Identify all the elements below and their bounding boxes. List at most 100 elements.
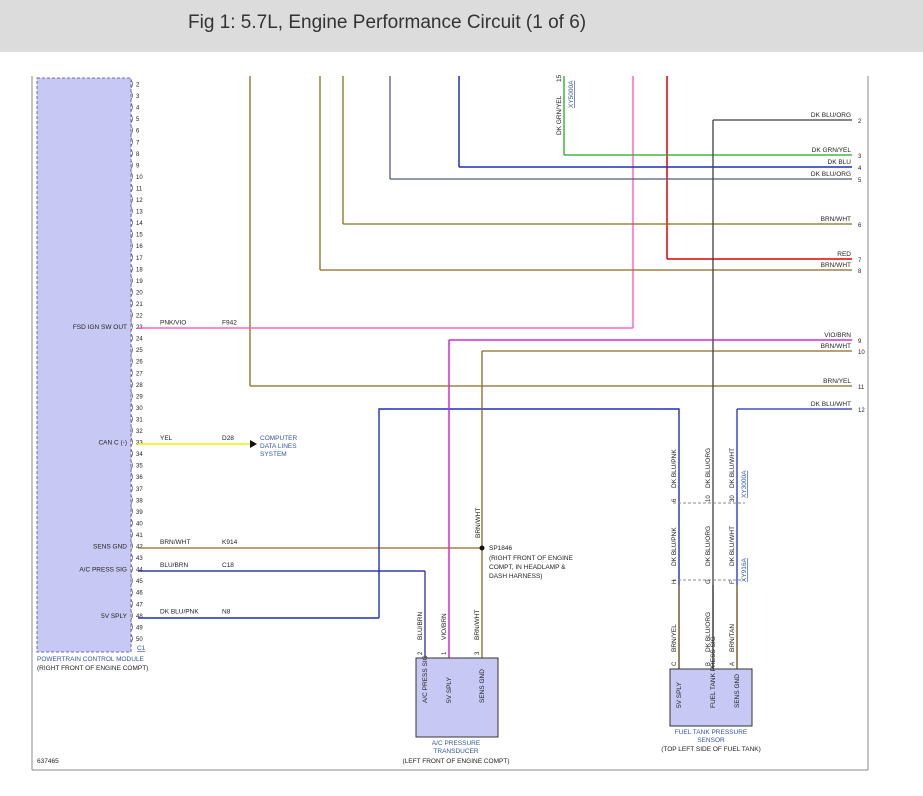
pcm-pin-number: 13 (136, 210, 143, 216)
fuel-mid-color: DK BLU/WHT (729, 526, 736, 566)
pcm-pin-number: 39 (136, 510, 143, 516)
pcm-pin-terminal (130, 253, 133, 262)
fuel-tank-pressure-sensor: FUEL TANK PRESSURE SENSOR (TOP LEFT SIDE… (661, 668, 761, 753)
pcm-pin-number: 19 (136, 279, 143, 285)
pcm-pin-number: 37 (136, 487, 143, 493)
splice-wire-color: BRN/WHT (475, 508, 482, 538)
pcm-wire-circuit: D28 (222, 435, 234, 442)
pcm-wire-circuit: C18 (222, 562, 234, 569)
right-wire-color: BRN/WHT (821, 343, 851, 350)
computer-data-line-3: SYSTEM (260, 451, 287, 458)
pcm-pin-terminal (130, 403, 133, 412)
pcm-pin-terminal (130, 553, 133, 562)
right-side-wires (250, 119, 852, 410)
pcm-pin-terminal (130, 183, 133, 193)
fuel-upper-pin: 6 (672, 498, 678, 502)
wire-trunks (249, 76, 668, 386)
pcm-wire-color: DK BLU/PNK (160, 608, 199, 615)
pcm-pin-number: 8 (136, 152, 140, 158)
fuel-sensor-title: FUEL TANK PRESSURE (675, 729, 748, 736)
pcm-pin-number: 28 (136, 383, 143, 389)
pcm-pin-number: 15 (136, 233, 143, 239)
pcm-wire-circuit: N8 (222, 608, 231, 615)
pcm-pin-terminal (130, 195, 133, 204)
pcm-pin-terminal (130, 345, 133, 354)
header-bar: Fig 1: 5.7L, Engine Performance Circuit … (0, 0, 923, 52)
ac-pin-color: BLU/BRN (417, 612, 424, 640)
pcm-pin-number: 22 (136, 314, 143, 320)
pcm-pin-terminal (130, 160, 133, 170)
pcm-pin-terminal (130, 507, 133, 516)
powertrain-control-module: 2345678910111213141516171819202122232425… (36, 77, 148, 672)
pcm-pin-terminal (130, 484, 133, 493)
pcm-connector: C1 (137, 645, 146, 652)
pcm-pin-terminal (130, 137, 133, 146)
ac-pin-label: A/C PRESS SIG (422, 655, 429, 703)
pcm-pin-number: 24 (136, 337, 143, 343)
pcm-pin-number: 43 (136, 556, 143, 562)
fuel-pin-label: FUEL TANK PRESS SIG (710, 636, 717, 708)
pcm-pin-number: 45 (136, 579, 143, 585)
diagram-frame (31, 76, 869, 771)
fuel-pin-number: B (706, 662, 712, 666)
fuel-upper-pin: 30 (730, 495, 736, 502)
pcm-pin-terminal (130, 391, 133, 401)
fuel-pin-label: 5V SPLY (676, 681, 683, 708)
splice-line-3: DASH HARNESS) (489, 573, 542, 580)
pcm-wire-color: BLU/BRN (160, 562, 188, 569)
fuel-mid-pin: G (706, 579, 712, 584)
fuel-mid-color: DK BLU/ORG (705, 526, 712, 566)
pcm-pin-terminal (130, 333, 133, 343)
pcm-pin-number: 20 (136, 290, 143, 296)
right-wire-number: 10 (858, 350, 865, 356)
right-wire-color: VIO/BRN (824, 332, 851, 339)
ac-sensor-title2: TRANSDUCER (433, 748, 478, 755)
pcm-function-label: 5V SPLY (101, 613, 128, 620)
right-wire-number: 4 (858, 166, 862, 172)
pcm-pin-terminal (130, 530, 133, 539)
pcm-pin-number: 26 (136, 360, 143, 366)
right-wire-number: 3 (858, 154, 862, 160)
pcm-pin-terminal (130, 426, 133, 435)
right-wire-color: BRN/WHT (821, 262, 851, 269)
pcm-pin-number: 9 (136, 163, 140, 169)
pcm-pin-number: 32 (136, 429, 143, 435)
ac-pin-color: BRN/WHT (474, 610, 481, 640)
pcm-pin-number: 25 (136, 348, 143, 354)
pcm-function-label: CAN C (-) (98, 440, 127, 447)
fuel-upper-color: DK BLU/PNK (671, 449, 678, 488)
pcm-function-label: FSD IGN SW OUT (73, 324, 127, 331)
pcm-title: POWERTRAIN CONTROL MODULE (37, 656, 145, 663)
pcm-pin-terminal (130, 634, 133, 643)
ac-sensor-location: (LEFT FRONT OF ENGINE COMPT) (402, 758, 509, 765)
top-wire-connector: XY5000A (568, 80, 575, 108)
ac-pin-number: 1 (442, 651, 448, 655)
right-wire-number: 9 (858, 339, 862, 345)
pcm-pin-number: 27 (136, 371, 143, 377)
pcm-pin-terminal (130, 241, 133, 250)
pcm-pin-terminal (130, 472, 133, 481)
right-wire-color: RED (837, 251, 851, 258)
pcm-pin-number: 11 (136, 186, 143, 192)
pcm-pin-terminal (130, 587, 133, 597)
pcm-pin-terminal (130, 125, 133, 135)
pcm-pin-number: 36 (136, 475, 143, 481)
pcm-pin-terminal (130, 322, 133, 331)
pcm-wire-color: BRN/WHT (160, 539, 190, 546)
pcm-pin-terminal (130, 437, 133, 447)
right-wire-number: 7 (858, 258, 862, 264)
right-wire-color: DK BLU/ORG (811, 112, 851, 119)
pcm-pin-number: 18 (136, 267, 143, 273)
ac-sensor-title: A/C PRESSURE (432, 740, 481, 747)
ac-pin-label: 5V SPLY (446, 676, 453, 703)
fuel-sensor-location: (TOP LEFT SIDE OF FUEL TANK) (661, 746, 761, 753)
pcm-wire-color: YEL (160, 435, 173, 442)
pcm-pin-terminal (130, 564, 133, 574)
fuel-mid-color: DK BLU/PNK (671, 527, 678, 566)
pcm-pin-number: 10 (136, 175, 143, 181)
fuel-lower-color: BRN/YEL (671, 624, 678, 652)
pcm-pin-terminal (130, 622, 133, 632)
pcm-pin-number: 2 (136, 83, 140, 89)
fuel-lower-color: DK BLU/ORG (705, 612, 712, 652)
